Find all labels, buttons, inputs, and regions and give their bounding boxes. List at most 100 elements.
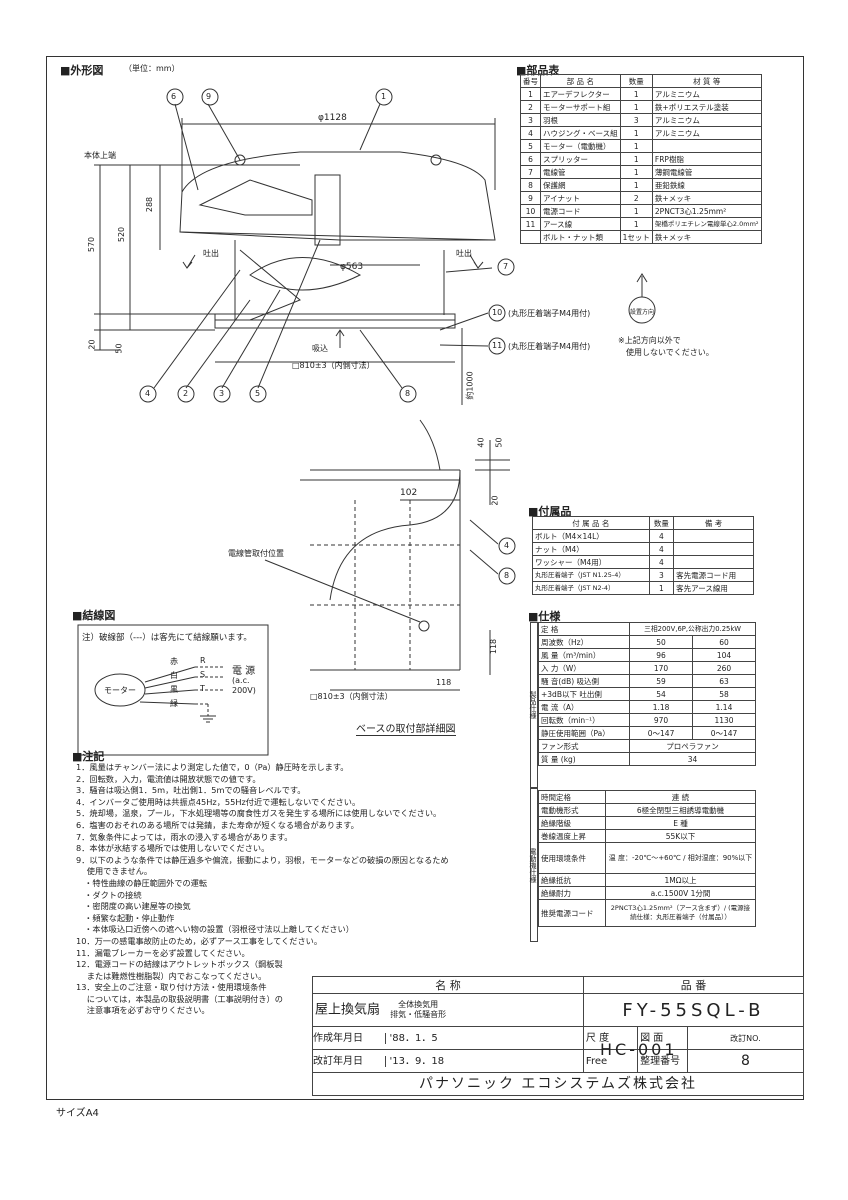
table-cell: 4 [648, 529, 675, 543]
dim-570: 570 [87, 236, 97, 253]
scale-label: 尺 度 [582, 1026, 639, 1050]
wire-color-red: 赤 [170, 657, 178, 666]
parts-header-row: 番号 部 品 名 数量 材 質 等 [520, 74, 762, 88]
callout-10: 10 [492, 308, 503, 317]
motor [314, 174, 341, 246]
table-cell: 55K以下 [605, 829, 756, 843]
note-line: 7．気象条件によっては，雨水の浸入する場合があります。 [76, 831, 293, 842]
unit-label: （単位：mm） [124, 64, 180, 73]
arrow-outlet-left [182, 254, 196, 269]
created-label: 作成年月日 [313, 1033, 386, 1044]
table-cell: 鉄+メッキ [651, 230, 762, 244]
note-line: 9．以下のような条件では静圧過多や偏流，振動により，羽根，モーターなどの破損の原… [76, 854, 449, 865]
table-cell: 客先電源コード用 [673, 568, 754, 582]
table-cell: 0～147 [692, 726, 756, 740]
table-cell: 三相200V,6P,公称出力0.25kW [629, 622, 756, 636]
table-cell: 2PNCT3心1.25mm² [651, 204, 762, 218]
note-line: 1．風量はチャンバー法により測定した値で，0（Pa）静圧時を示します。 [76, 762, 349, 772]
table-cell: 63 [692, 674, 756, 688]
power-voltage: 200V) [232, 686, 256, 695]
table-row: 定 格三相200V,6P,公称出力0.25kW [537, 622, 756, 636]
dim-20: 20 [87, 339, 97, 350]
table-cell: 絶縁階級 [538, 816, 606, 830]
conduit-position-label: 電線管取付位置 [228, 549, 284, 558]
table-cell: 温 度：-20℃～+60℃ / 相対湿度：90%以下 [605, 842, 756, 874]
wiring-drawing [77, 624, 269, 756]
conduit-hole [418, 620, 430, 632]
dim-about1000: 約1000 [465, 371, 475, 400]
table-cell: 電線管 [540, 165, 621, 179]
notes-list: 1．風量はチャンバー法により測定した値で，0（Pa）静圧時を示します。 2．回転… [76, 762, 449, 1017]
table-cell: アース線 [540, 217, 621, 231]
table-cell: 34 [629, 752, 756, 766]
note-line: 使用できません。 [76, 866, 153, 877]
air-deflector-hood [179, 151, 496, 241]
table-cell: 騒 音(dB) 吸込側 [537, 674, 631, 688]
table-cell: 1 [619, 204, 653, 218]
table-row: ファン形式プロペラファン [537, 739, 756, 753]
parts-header: 部 品 名 [540, 74, 621, 88]
accessories-table: 付 属 品 名 数量 備 考 ボルト（M4×14L）4 ナット（M4）4 ワッシ… [532, 516, 754, 595]
note-line: 10．万一の感電事故防止のため，必ずアース工事をしてください。 [76, 935, 323, 946]
table-cell: ボルト・ナット類 [540, 230, 621, 244]
callout-1: 1 [381, 92, 387, 101]
table-row: 名 称 品 番 [312, 976, 805, 994]
table-row: 作成年月日 '88．1．5 尺 度 図 面 改訂NO. [312, 1026, 805, 1050]
table-cell: 1セット [619, 230, 653, 244]
table-cell: 質 量 (kg) [537, 752, 631, 766]
accessories-header: 数量 [648, 516, 675, 530]
product-usage-1: 全体換気用 [398, 1000, 439, 1009]
table-cell: a.c.1500V 1分間 [605, 886, 756, 900]
table-cell: 薄鋼電線管 [651, 165, 762, 179]
table-cell: 羽根 [540, 113, 621, 127]
table-cell: アルミニウム [651, 126, 762, 140]
arrow-intake [335, 329, 345, 348]
table-cell: ナット（M4） [532, 542, 650, 556]
table-cell: 風 量（m³/min） [537, 648, 631, 662]
table-cell: 亜鉛鉄線 [651, 178, 762, 192]
note-line: 3．騒音は吸込側1．5m，吐出側1．5mでの騒音レベルです。 [76, 785, 306, 796]
table-cell: プロペラファン [629, 739, 756, 753]
base-curve [419, 419, 441, 471]
product-name: 屋上換気扇 [315, 1002, 381, 1018]
outlet-right-label: 吐出 [456, 249, 472, 258]
note-line: については，本製品の取扱説明書（工事説明付き）の [76, 993, 283, 1004]
table-cell: ボルト（M4×14L） [532, 529, 650, 543]
terminal-T: T [200, 684, 205, 693]
table-cell: 0～147 [629, 726, 694, 740]
table-cell: FRP樹脂 [651, 152, 762, 166]
control-number: HC-001 [600, 1040, 678, 1059]
created-date: '88．1．5 [389, 1033, 438, 1044]
table-cell: 5 [520, 139, 541, 153]
table-cell: アイナット [540, 191, 621, 205]
wire-color-white: 白 [170, 671, 178, 680]
callout-8-detail: 8 [504, 571, 510, 580]
table-cell: 170 [629, 661, 694, 675]
direction-note-2: 使用しないでください。 [626, 348, 714, 357]
table-cell: 1 [520, 87, 541, 101]
created-cell: 作成年月日 '88．1．5 [312, 1026, 584, 1050]
table-cell: 1 [619, 100, 653, 114]
table-cell: 電動機形式 [538, 803, 606, 817]
wiring-title: ■結線図 [72, 609, 116, 622]
table-cell: 10 [520, 204, 541, 218]
dim-102: 102 [400, 488, 418, 498]
table-cell: 静圧使用範囲（Pa） [537, 726, 631, 740]
note-line: 11．漏電ブレーカーを必ず設置してください。 [76, 947, 250, 958]
table-cell: 970 [629, 713, 694, 727]
revised-date: '13．9．18 [389, 1056, 445, 1067]
table-cell: 4 [648, 542, 675, 556]
terminal-note-11: (丸形圧着端子M4用付) [508, 342, 591, 351]
terminal-S: S [200, 670, 206, 679]
table-row: 屋上換気扇 全体換気用 排気・低騒音形 FY-55SQL-B [312, 993, 805, 1027]
revised-label: 改訂年月日 [313, 1056, 386, 1067]
dim-40: 40 [476, 437, 486, 448]
